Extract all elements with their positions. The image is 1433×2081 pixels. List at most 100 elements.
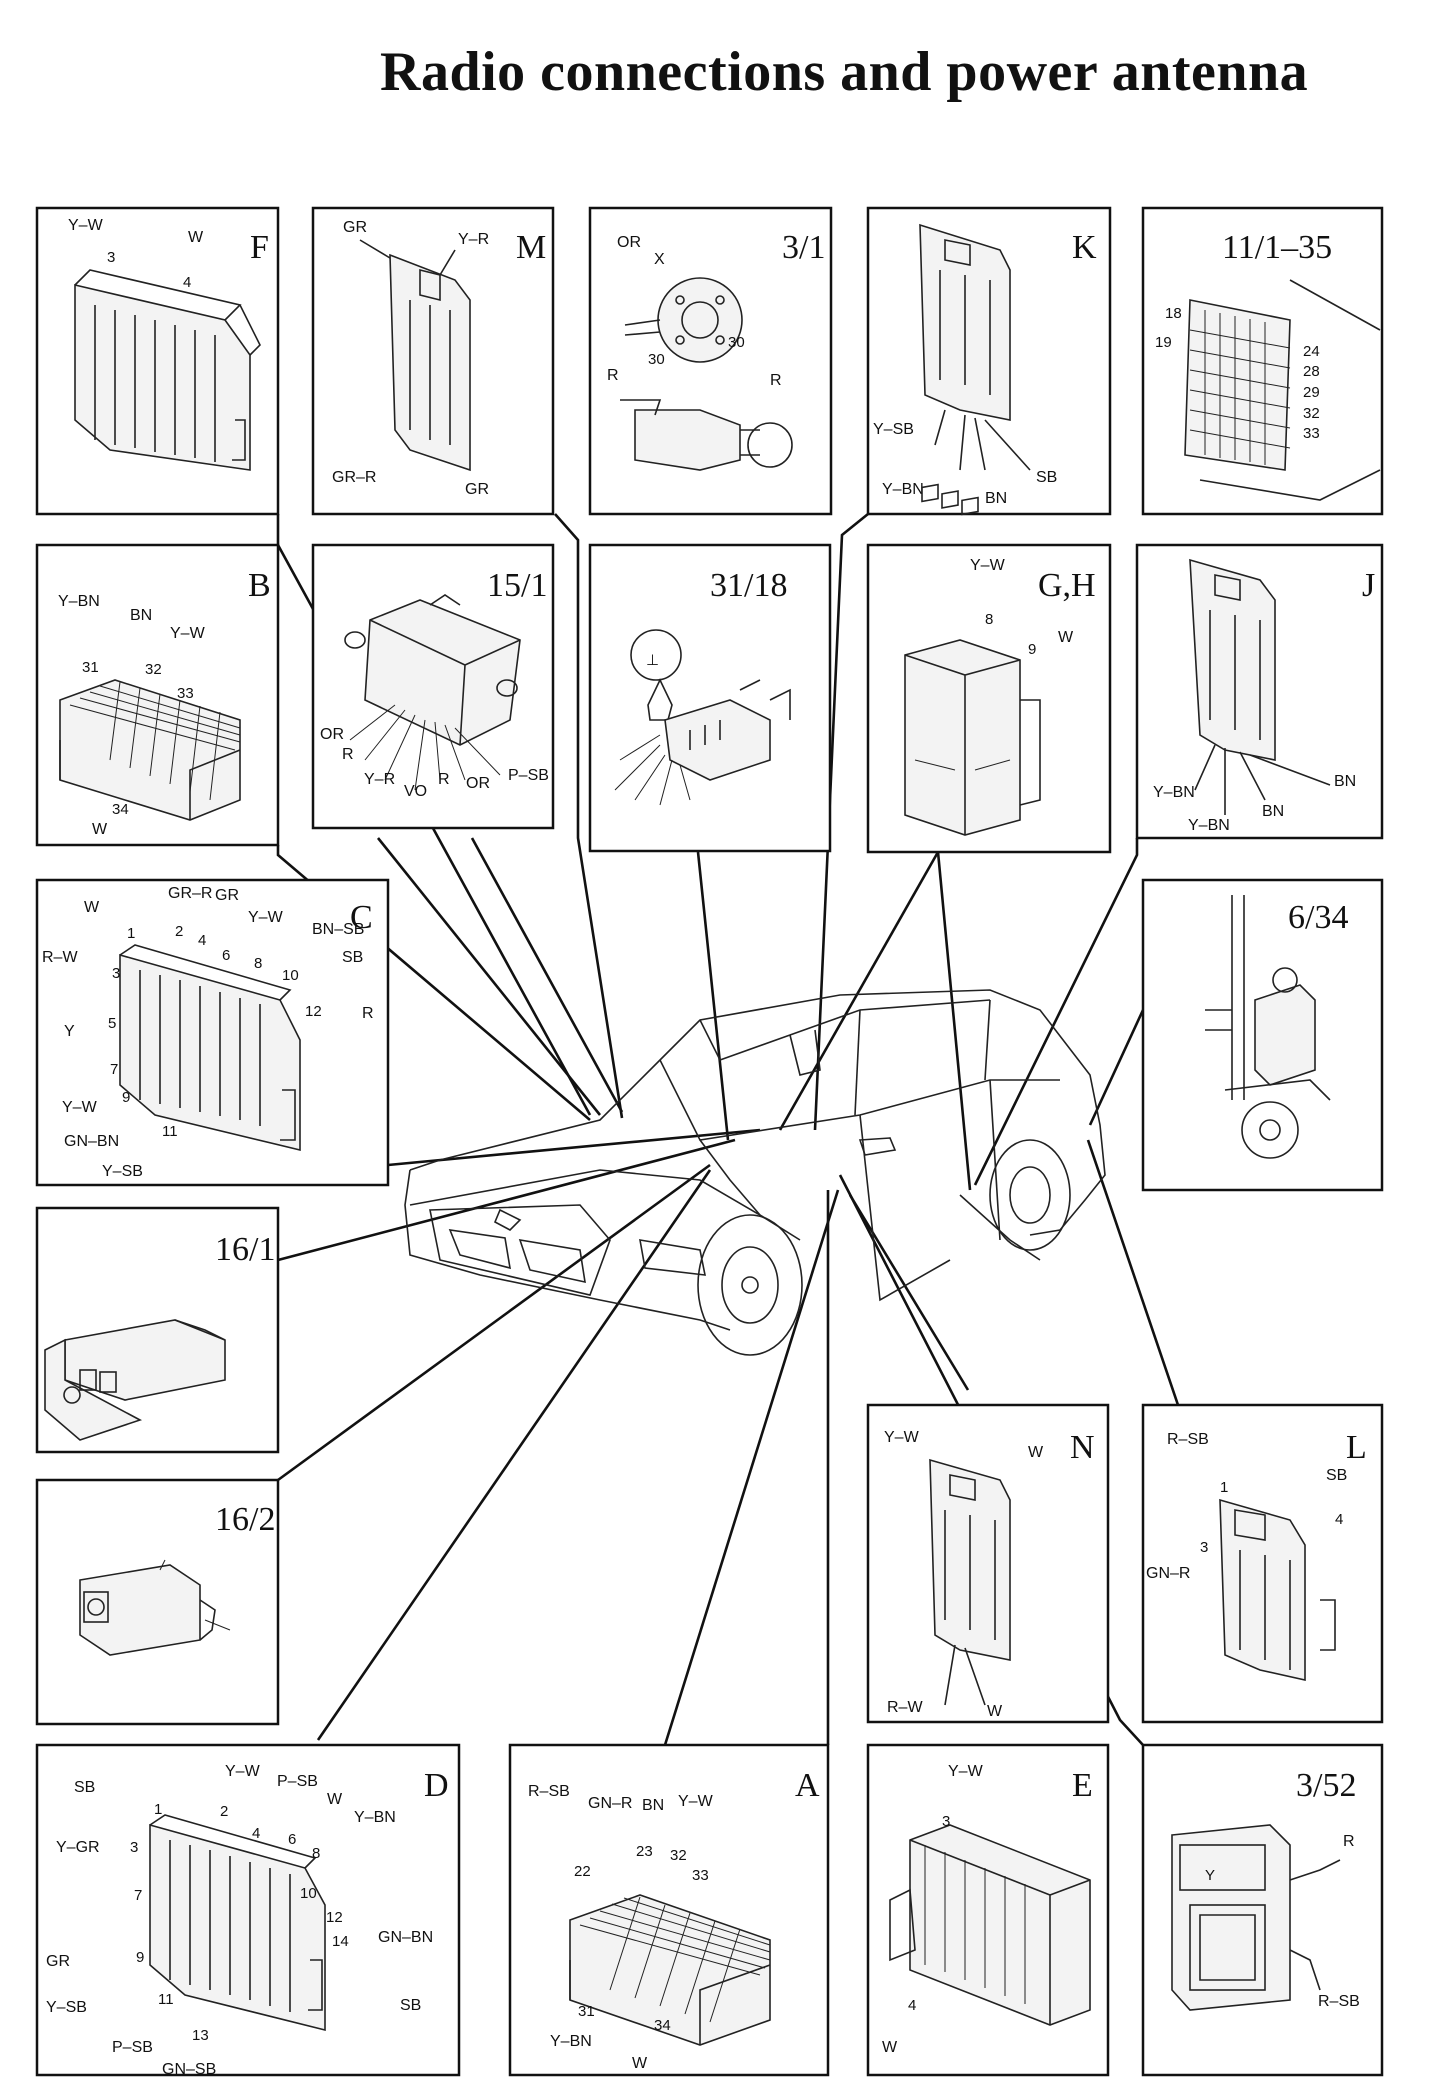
panel-15-1-id: 15/1: [487, 567, 547, 604]
pin-number: 3: [942, 1813, 950, 1830]
pin-number: 4: [198, 932, 206, 949]
radio-unit-drawing: [44, 1319, 226, 1441]
wire-color-label: GN–BN: [64, 1133, 119, 1150]
wire-color-label: W: [1058, 629, 1074, 646]
pin-number: 3: [130, 1839, 138, 1856]
wire-color-label: Y–W: [170, 625, 206, 642]
wire-color-label: R–SB: [1167, 1431, 1209, 1448]
wire-color-label: BN: [1262, 803, 1284, 820]
panel-31-18-id: 31/18: [710, 567, 787, 604]
connector-K-drawing: [919, 223, 1031, 471]
pin-number: 3: [112, 965, 120, 982]
pin-number: 19: [1155, 334, 1172, 351]
wire-color-label: W: [327, 1791, 343, 1808]
wire-color-label: VO: [404, 783, 427, 800]
connector-B-drawing: [59, 679, 241, 821]
panel-J-id: J: [1362, 567, 1375, 604]
pin-number: 23: [636, 1843, 653, 1860]
amplifier-drawing: [79, 1559, 231, 1656]
wire-color-label: Y–SB: [46, 1999, 87, 2016]
panel-16-2-id: 16/2: [215, 1501, 275, 1538]
panel-3-1-id: 3/1: [782, 229, 825, 266]
panel-M-id: M: [516, 229, 546, 266]
pin-number: 10: [300, 1885, 317, 1902]
pin-number: 9: [1028, 641, 1036, 658]
wire-color-label: Y–BN: [882, 481, 924, 498]
pin-number: 4: [1335, 1511, 1343, 1528]
wire-color-label: W: [987, 1703, 1003, 1720]
power-antenna-drawing: [1205, 895, 1331, 1159]
pin-number: 14: [332, 1933, 349, 1950]
panel-G-H-id: G,H: [1038, 567, 1096, 604]
wire-color-label: BN–SB: [312, 921, 364, 938]
connector-N-drawing: [929, 1458, 1011, 1706]
wire-color-label: BN: [642, 1797, 664, 1814]
panel-E-id: E: [1072, 1767, 1093, 1804]
wire-color-label: GN–SB: [162, 2061, 216, 2078]
wire-color-label: W: [882, 2039, 898, 2056]
pin-number: 28: [1303, 363, 1320, 380]
pin-number: 29: [1303, 384, 1320, 401]
wire-color-label: OR: [617, 234, 641, 251]
wire-color-label: GN–R: [588, 1795, 632, 1812]
pin-number: 32: [145, 661, 162, 678]
connector-C-drawing: [119, 944, 301, 1152]
panel-6-34-id: 6/34: [1288, 899, 1348, 936]
pin-number: 24: [1303, 343, 1320, 360]
wire-color-label: GR: [465, 481, 489, 498]
wire-color-label: Y–W: [68, 217, 104, 234]
wire-color-label: GN–R: [1146, 1565, 1190, 1582]
wire-color-label: Y–W: [884, 1429, 920, 1446]
panel-B-id: B: [248, 567, 271, 604]
wire-color-label: Y–W: [970, 557, 1006, 574]
connector-F-drawing: [74, 269, 261, 471]
connector-E-drawing: [889, 1824, 1091, 2026]
wire-color-label: R–SB: [1318, 1993, 1360, 2010]
wire-color-label: Y–BN: [354, 1809, 396, 1826]
panel-C-id: C: [350, 899, 373, 936]
pin-number: 31: [82, 659, 99, 676]
pin-number: 9: [136, 1949, 144, 1966]
pin-number: 5: [108, 1015, 116, 1032]
panel-31-18: 31/18 ⊥: [588, 543, 832, 853]
fuse-box-drawing: [1184, 279, 1381, 501]
panel-N-id: N: [1070, 1429, 1095, 1466]
wire-color-label: SB: [1036, 469, 1057, 486]
wire-color-label: GR: [46, 1953, 70, 1970]
pin-number: 8: [254, 955, 262, 972]
pin-number: 18: [1165, 305, 1182, 322]
pin-number: 1: [127, 925, 135, 942]
wire-color-label: Y–BN: [1153, 784, 1195, 801]
panel-16-1: 16/1: [35, 1206, 280, 1454]
wire-color-label: Y–W: [948, 1763, 984, 1780]
connector-G-H-drawing: [904, 483, 1041, 836]
wire-color-label: P–SB: [112, 2039, 153, 2056]
wire-color-label: W: [84, 899, 100, 916]
wire-color-label: GR–R: [168, 885, 212, 902]
wire-color-label: Y–SB: [102, 1163, 143, 1180]
wire-color-label: SB: [342, 949, 363, 966]
wire-color-label: Y–W: [62, 1099, 98, 1116]
ground-symbol-icon: ⊥: [646, 652, 659, 669]
panel-D-id: D: [424, 1767, 449, 1804]
wire-color-label: SB: [74, 1779, 95, 1796]
pin-number: 13: [192, 2027, 209, 2044]
wire-color-label: R: [770, 372, 782, 389]
car-illustration: [404, 989, 1106, 1356]
wire-color-label: P–SB: [277, 1773, 318, 1790]
connector-M-drawing: [359, 239, 471, 472]
wire-color-label: SB: [400, 1997, 421, 2014]
wire-color-label: BN: [985, 490, 1007, 507]
wire-color-label: Y–BN: [58, 593, 100, 610]
panel-6-34: 6/34: [1141, 878, 1384, 1192]
